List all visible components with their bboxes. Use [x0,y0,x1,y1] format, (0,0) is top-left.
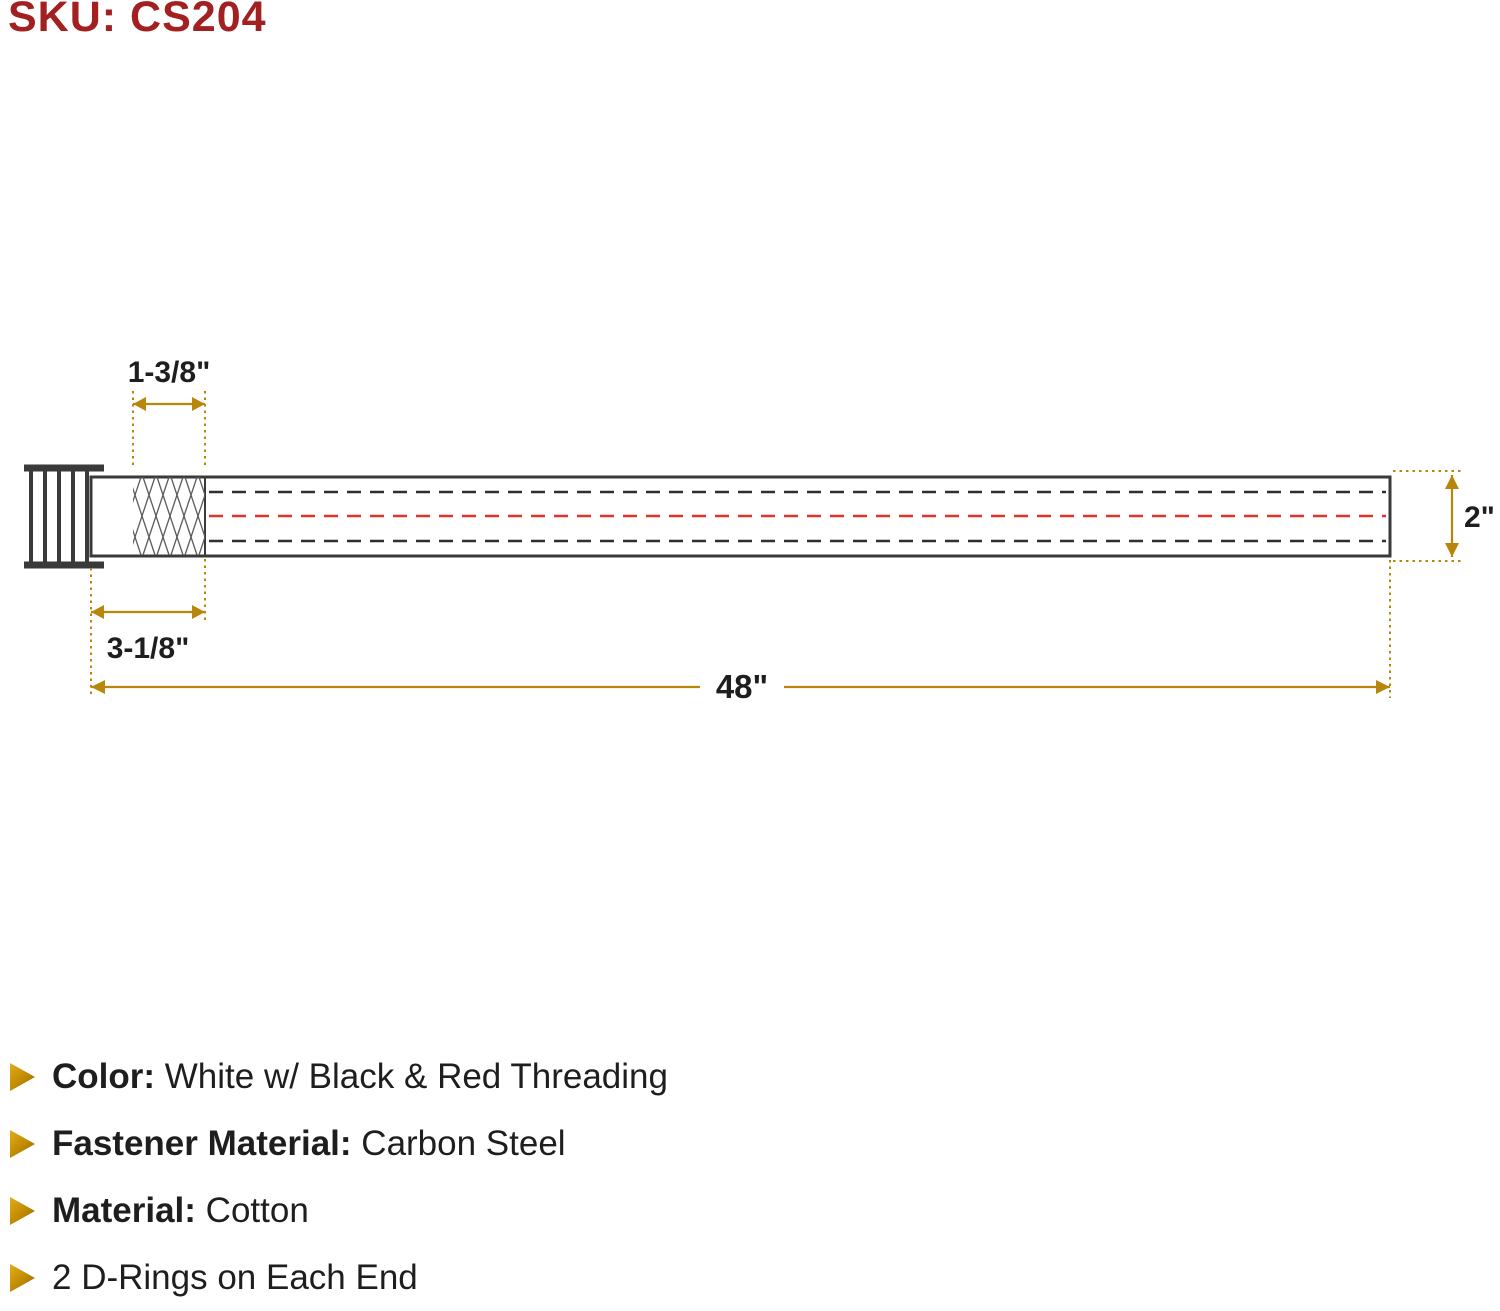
spec-row-d-rings: 2 D-Rings on Each End [10,1257,1460,1299]
strap-body [89,475,1392,558]
dim-stitch-width-label: 1-3/8" [128,356,211,389]
spec-label: Material: [52,1191,196,1230]
spec-row-fastener-material: Fastener Material: Carbon Steel [10,1123,1460,1165]
sku-label: SKU: CS204 [8,0,267,41]
dim-stitch-width: 1-3/8" [128,356,211,469]
dim-strap-height-label: 2" [1464,501,1495,534]
spec-label: Fastener Material: [52,1124,352,1163]
spec-value: Cotton [195,1191,309,1230]
dim-total-length: 48" [91,560,1391,705]
spec-value: 2 D-Rings on Each End [52,1258,418,1297]
stitch-pattern [133,477,205,556]
dim-buckle-length-label: 3-1/8" [107,632,190,665]
arrow-bullet-icon [10,1063,35,1091]
arrow-bullet-icon [10,1130,35,1158]
dim-total-length-label: 48" [716,668,768,705]
spec-row-color: Color: White w/ Black & Red Threading [10,1056,1460,1098]
d-ring-buckle [24,464,104,569]
spec-row-material: Material: Cotton [10,1190,1460,1232]
spec-list: Color: White w/ Black & Red Threading Fa… [10,1056,1460,1311]
arrow-bullet-icon [10,1264,35,1292]
spec-label: Color: [52,1057,156,1096]
spec-value: White w/ Black & Red Threading [155,1057,668,1096]
dim-buckle-length: 3-1/8" [90,559,206,698]
arrow-bullet-icon [10,1197,35,1225]
dim-strap-height: 2" [1393,470,1495,562]
spec-value: Carbon Steel [351,1124,566,1163]
